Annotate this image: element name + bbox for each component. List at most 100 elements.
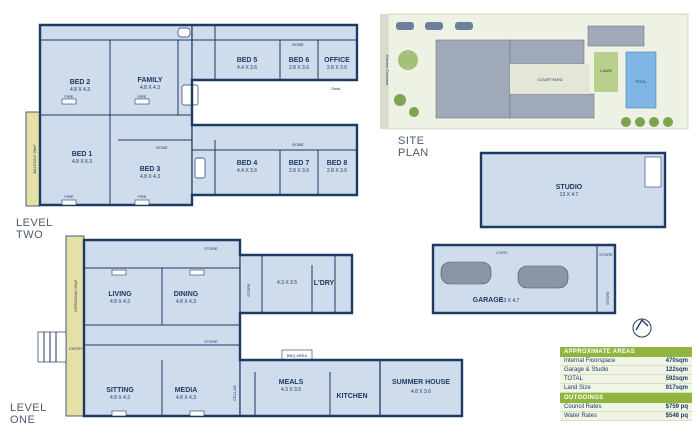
room-bed-8: BED 8 xyxy=(327,160,348,167)
fireplace xyxy=(61,98,77,105)
room-summer-house: SUMMER HOUSE xyxy=(392,379,450,386)
house-roof-wing xyxy=(509,39,585,65)
room-bed-6: BED 6 xyxy=(289,57,310,64)
fire-label: FIRE xyxy=(137,94,146,99)
room-office-dims: 2.8 X 3.6 xyxy=(327,65,347,71)
compass-icon xyxy=(632,318,652,338)
fireplace xyxy=(189,410,205,417)
lawn xyxy=(594,52,618,92)
level-one-plan: VERANDAH 28m² ENTRY BBQ AREA xyxy=(10,235,464,426)
room-media-dims: 4.8 X 4.3 xyxy=(176,395,196,401)
room-family-dims: 4.8 X 4.3 xyxy=(140,85,160,91)
room-meals: MEALS xyxy=(279,379,304,386)
balcony-label: BALCONY 28m² xyxy=(32,144,37,174)
courtyard xyxy=(510,64,590,94)
room-meals-dims: 4.3 X 3.5 xyxy=(281,387,301,393)
desk-label: Desk xyxy=(331,86,340,91)
garage-outer-wall xyxy=(431,243,617,315)
room-bed-5: BED 5 xyxy=(237,57,258,64)
store-label: STORE xyxy=(204,339,218,344)
site-plan-label-line1: SITE xyxy=(398,135,424,147)
area-row-label: Internal Floorspace xyxy=(564,358,616,364)
room-sitting-dims: 4.8 X 4.3 xyxy=(110,395,130,401)
room-family: FAMILY xyxy=(137,77,162,84)
room-dining-dims: 4.8 X 4.3 xyxy=(176,299,196,305)
garage-plan: L'DRY STORE STORE GARAGE 13 X 4.7 xyxy=(431,243,617,315)
room-bed-7: BED 7 xyxy=(289,160,310,167)
fire-label: FIRE xyxy=(137,194,146,199)
room-bed-1-dims: 4.8 X 6.3 xyxy=(72,159,92,165)
outgoing-row-label: Water Rates xyxy=(564,413,598,419)
area-row-value: 592sqm xyxy=(665,376,688,382)
site-plan: Gordon Crescent COURTYARD LAWN POOL SITE… xyxy=(380,13,689,159)
tree xyxy=(649,117,659,127)
level-one-kitchen-wing xyxy=(239,359,381,417)
area-row-value: 917sqm xyxy=(665,385,688,391)
tree xyxy=(663,117,673,127)
level-two-plan: BALCONY 28m² FIRE FIRE FIRE FIRE RO xyxy=(16,23,359,241)
garage-store-label: STORE xyxy=(599,252,613,257)
room-living-dims: 4.8 X 4.3 xyxy=(110,299,130,305)
studio-dims: 13 X 4.7 xyxy=(560,192,579,198)
studio-label: STUDIO xyxy=(556,184,583,191)
toilet xyxy=(177,27,191,38)
fireplace xyxy=(111,269,127,276)
robe-label: ROBE xyxy=(292,142,304,147)
garage-store-label-2: STORE xyxy=(605,291,610,305)
garage-dims: 13 X 4.7 xyxy=(501,298,520,304)
area-row: Land Size 917sqm xyxy=(560,384,692,393)
area-row-value: 122sqm xyxy=(665,367,688,373)
outgoing-row: Council Rates $759 pq xyxy=(560,403,692,412)
outgoing-row-value: $759 pq xyxy=(665,404,688,410)
room-living: LIVING xyxy=(108,291,132,298)
fireplace xyxy=(189,269,205,276)
fireplace xyxy=(61,199,77,206)
garage-ldry-label: L'DRY xyxy=(496,250,508,255)
bbq-label: BBQ AREA xyxy=(287,353,308,358)
robe-label: ROBE xyxy=(156,145,168,150)
verandah xyxy=(65,235,85,417)
tree xyxy=(398,50,418,70)
room-bed-3-dims: 4.8 X 4.3 xyxy=(140,174,160,180)
area-row-label: Land Size xyxy=(564,385,591,391)
cellar-label: CELLAR xyxy=(232,385,237,401)
outgoings-heading: OUTGOINGS xyxy=(560,393,692,403)
room-bed-6-dims: 2.8 X 3.6 xyxy=(289,65,309,71)
entry-steps xyxy=(37,331,67,363)
room-bed-1: BED 1 xyxy=(72,151,93,158)
entry-label: ENTRY xyxy=(69,346,83,351)
room-bed-7-dims: 2.8 X 3.6 xyxy=(289,168,309,174)
bath xyxy=(181,84,199,106)
room-summer-house-dims: 4.8 X 3.6 xyxy=(411,389,431,395)
verandah-label: VERANDAH 28m² xyxy=(73,279,78,312)
store-label: STORE xyxy=(204,246,218,251)
area-row: Garage & Studio 122sqm xyxy=(560,366,692,375)
room-bed-5-dims: 4.4 X 3.6 xyxy=(237,65,257,71)
area-row-value: 470sqm xyxy=(665,358,688,364)
room-bed-3: BED 3 xyxy=(140,166,161,173)
garage-label: GARAGE xyxy=(473,297,504,304)
outgoing-row: Water Rates $548 pq xyxy=(560,412,692,421)
area-row: Internal Floorspace 470sqm xyxy=(560,357,692,366)
street xyxy=(380,14,388,129)
room-kitchen: KITCHEN xyxy=(336,393,367,400)
store-label: STORE xyxy=(246,283,251,297)
studio-outer-wall xyxy=(479,151,667,229)
fire-label: FIRE xyxy=(64,94,73,99)
pool-label: POOL xyxy=(635,79,647,84)
studio-room xyxy=(480,152,666,228)
room-bed-2: BED 2 xyxy=(70,79,91,86)
tree xyxy=(409,107,419,117)
room-sitting: SITTING xyxy=(106,387,134,394)
tree xyxy=(394,94,406,106)
level-one-label-line1: LEVEL xyxy=(10,402,47,414)
fire-label: FIRE xyxy=(64,194,73,199)
area-row-label: TOTAL xyxy=(564,376,583,382)
house-roof-wing xyxy=(509,93,595,119)
room-rear-dims: 4.3 X 3.5 xyxy=(277,280,297,286)
tree xyxy=(635,117,645,127)
studio-stairs xyxy=(644,156,662,188)
level-two-label-line1: LEVEL xyxy=(16,217,53,229)
tree xyxy=(621,117,631,127)
